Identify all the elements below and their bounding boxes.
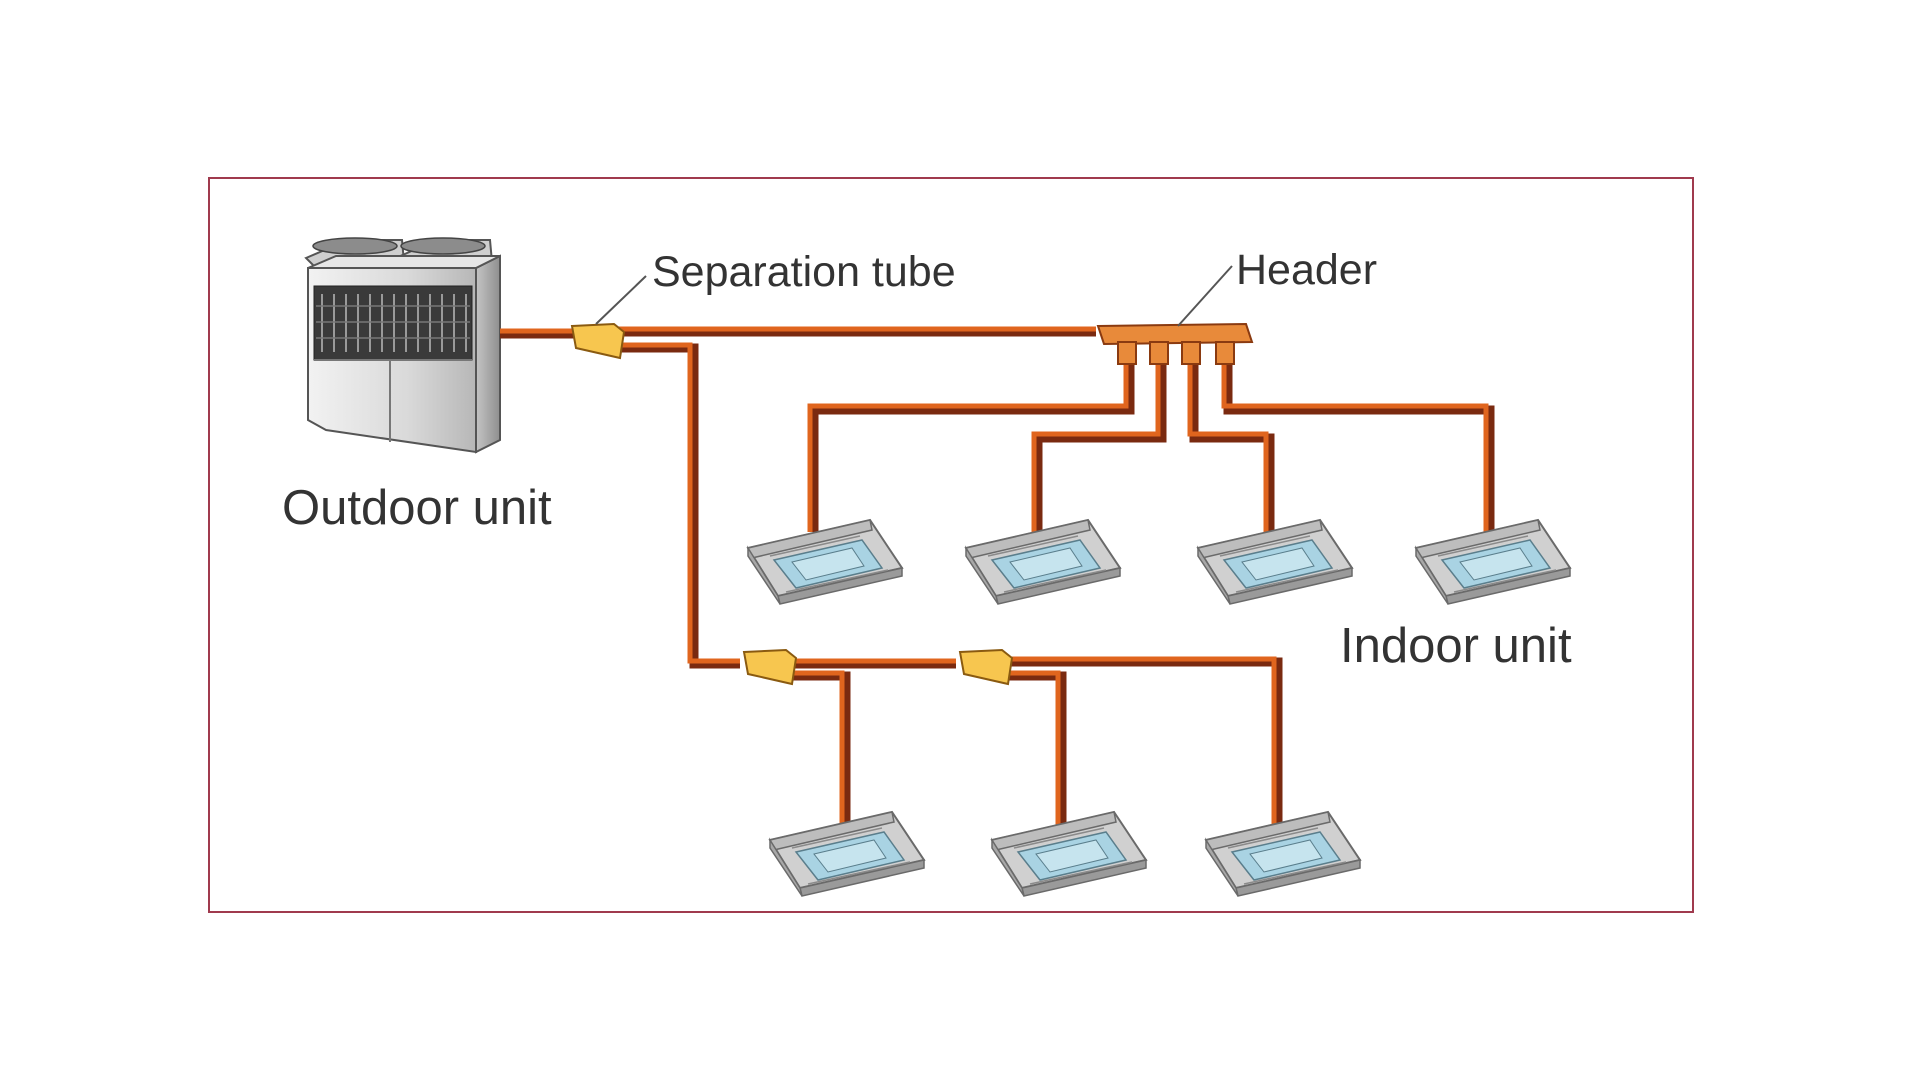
indoor-unit-icon [991,811,1147,897]
indoor-unit-icon [1205,811,1361,897]
indoor-unit-icon [1415,519,1571,605]
indoor-unit-icon [965,519,1121,605]
separation-tube-leader [595,275,647,325]
indoor-unit-icon [1197,519,1353,605]
diagram-frame [208,177,1694,913]
header-manifold-icon [1096,322,1254,365]
header-leader [1177,265,1233,327]
outdoor-unit-label: Outdoor unit [282,481,552,535]
separation-tube-icon [570,322,626,360]
indoor-unit-label: Indoor unit [1340,619,1572,673]
separation-tube-icon [742,648,798,686]
separation-tube-label: Separation tube [652,248,956,296]
indoor-unit-icon [747,519,903,605]
indoor-unit-icon [769,811,925,897]
header-label: Header [1236,246,1377,294]
refrigerant-pipes [500,326,1495,828]
separation-tube-icon [958,648,1014,686]
outdoor-unit-icon [304,237,501,454]
